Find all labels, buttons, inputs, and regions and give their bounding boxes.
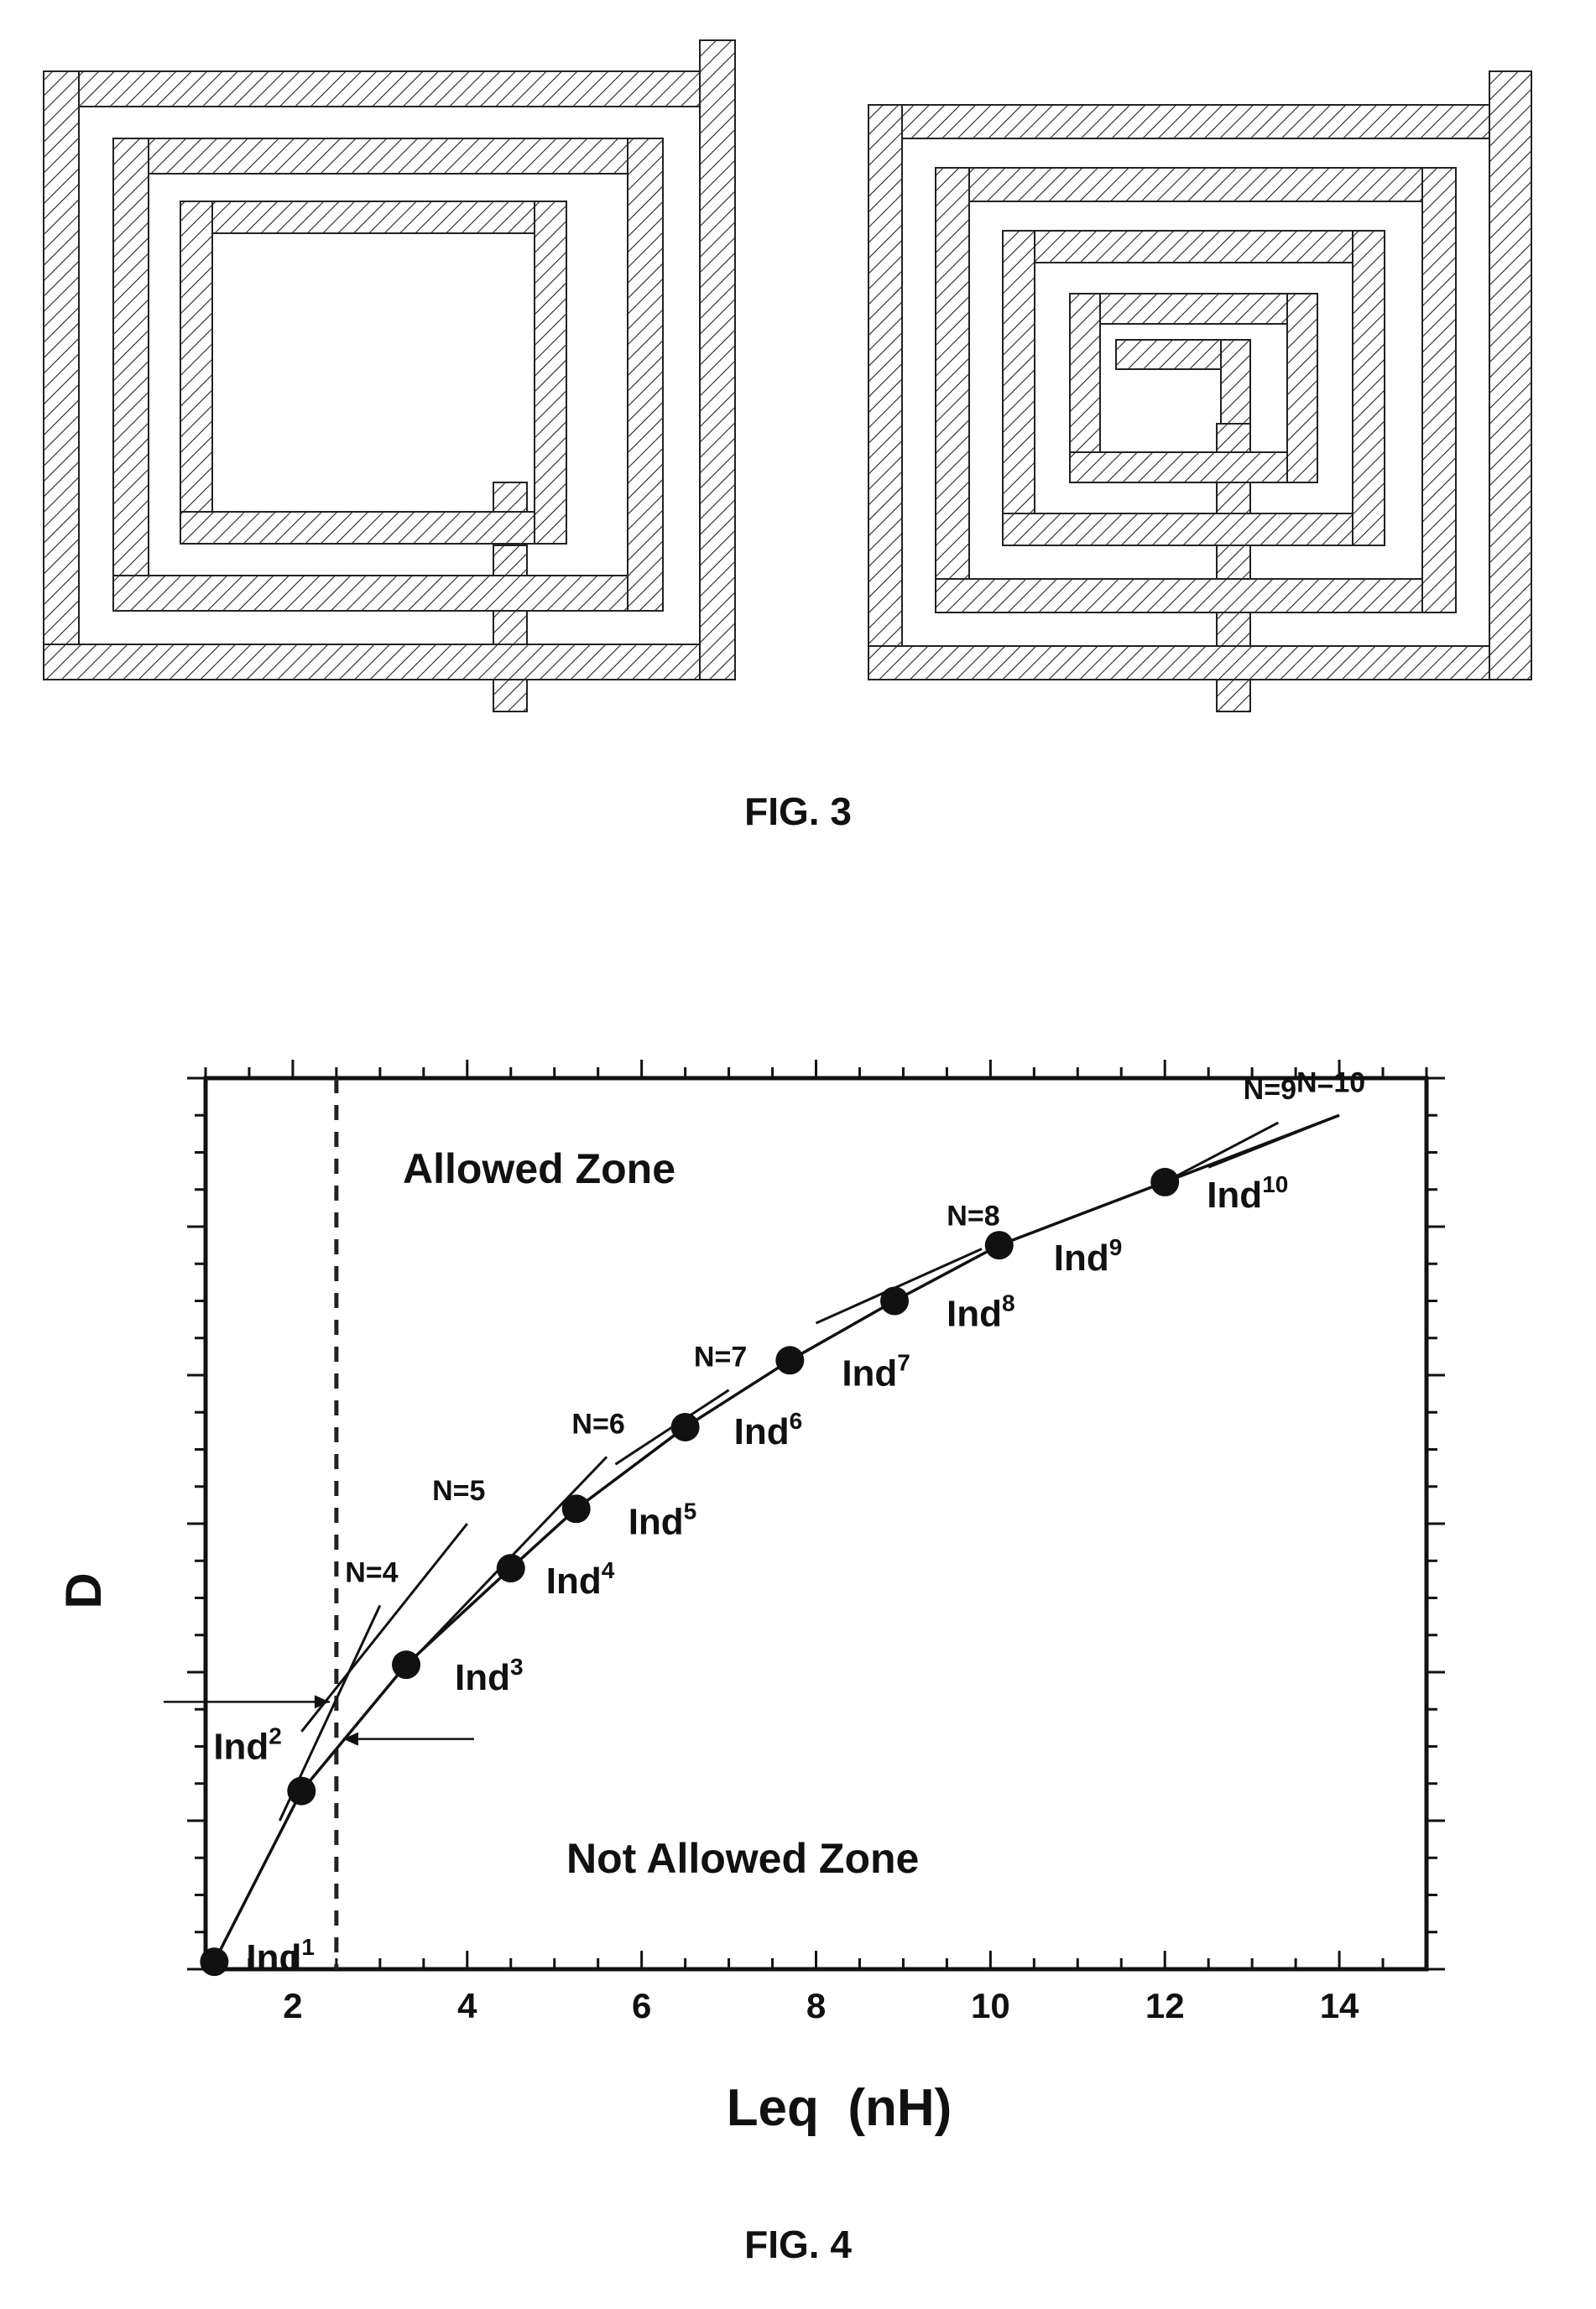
- data-point-label: Ind3: [455, 1654, 524, 1698]
- fig4-caption: FIG. 4: [0, 2222, 1596, 2267]
- fig3-inductor-layouts: [0, 0, 1596, 722]
- data-point-label: Ind4: [546, 1557, 615, 1602]
- zone-not-allowed-label: Not Allowed Zone: [566, 1835, 919, 1882]
- zone-allowed-label: Allowed Zone: [403, 1145, 675, 1192]
- data-point: [392, 1650, 420, 1679]
- data-point-label: Ind10: [1207, 1171, 1288, 1216]
- n-curve-label: N=4: [345, 1556, 398, 1588]
- n-curve-line: [1165, 1123, 1278, 1182]
- data-point-label: Ind6: [734, 1408, 803, 1452]
- x-tick-label: 8: [806, 1986, 826, 2025]
- n-curve-label: N=7: [694, 1342, 747, 1373]
- x-tick-label: 12: [1145, 1986, 1185, 2025]
- n-curve-label: N=5: [432, 1475, 485, 1507]
- x-tick-label: 6: [632, 1986, 651, 2025]
- x-tick-label: 4: [457, 1986, 477, 2025]
- data-point: [200, 1947, 228, 1976]
- data-point: [1150, 1168, 1179, 1196]
- n-curve-label: N=10: [1296, 1066, 1365, 1098]
- data-point: [985, 1231, 1014, 1259]
- data-point: [775, 1346, 804, 1374]
- data-point-label: Ind7: [842, 1349, 910, 1394]
- data-point: [880, 1287, 909, 1316]
- data-point: [287, 1777, 316, 1806]
- x-axis-label: Leq (nH): [727, 2079, 952, 2137]
- data-point-label: Ind5: [628, 1498, 697, 1542]
- fig4-chart: 2 4 6 8 10 12 14 N=4 N=5 N=6 N=7 N=8 N=9N=10 Ind1 In…: [0, 1032, 1596, 2173]
- x-tick-labels: 2 4 6 8 10 12 14: [283, 1986, 1359, 2025]
- n-curve-label: N=9: [1244, 1074, 1296, 1106]
- data-point-label: Ind9: [1054, 1234, 1123, 1279]
- data-point-label: Ind8: [947, 1290, 1015, 1335]
- x-tick-label: 2: [283, 1986, 302, 2025]
- spiral-inductor-right: [868, 71, 1531, 711]
- y-axis-label: D: [55, 1572, 112, 1608]
- x-tick-label: 14: [1320, 1986, 1359, 2025]
- data-point-label: Ind1: [246, 1934, 315, 1978]
- n-curve-label: N=8: [947, 1201, 999, 1233]
- arrow-right-head: [343, 1733, 358, 1746]
- data-point: [671, 1413, 700, 1441]
- data-point: [562, 1494, 591, 1523]
- n-curve-label: N=6: [571, 1408, 624, 1440]
- x-tick-label: 10: [971, 1986, 1010, 2025]
- fig3-caption: FIG. 3: [0, 789, 1596, 834]
- data-point-label: Ind2: [213, 1723, 282, 1768]
- data-point: [497, 1554, 525, 1582]
- spiral-inductor-left: [44, 40, 735, 711]
